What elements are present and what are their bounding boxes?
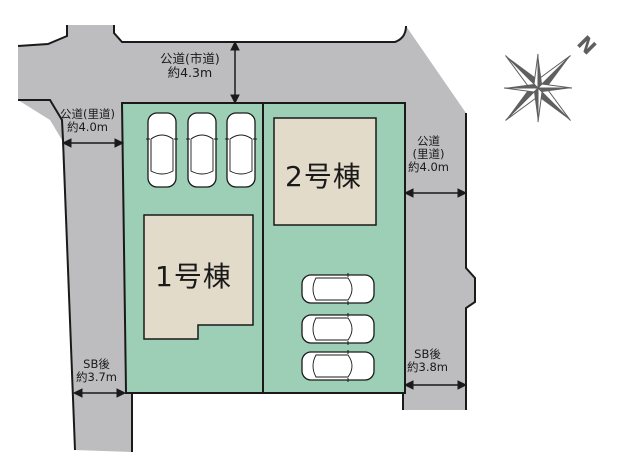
dimension-arrow-left-top bbox=[61, 138, 125, 148]
dimension-arrow-right-bottom bbox=[403, 380, 468, 390]
road-label-right-top-line3: 約4.0m bbox=[408, 160, 449, 175]
car-icon bbox=[301, 350, 375, 382]
dimension-arrow-right-top bbox=[403, 188, 468, 198]
road-label-right-bottom: SB後 約3.8m bbox=[407, 347, 448, 375]
road-label-top-line2: 約4.3m bbox=[167, 65, 213, 81]
road-label-left-top-line2: 約4.0m bbox=[66, 120, 108, 135]
road-outline-top-left bbox=[17, 25, 68, 47]
building-1-label: 1号棟 bbox=[155, 260, 232, 293]
car-icon bbox=[146, 112, 178, 188]
compass-rose-icon bbox=[503, 53, 573, 123]
road-label-right-bottom-line2: 約3.8m bbox=[407, 360, 448, 375]
road-area bbox=[18, 25, 475, 452]
car-icon bbox=[186, 112, 218, 188]
road-label-left-bottom-line2: 約3.7m bbox=[76, 370, 117, 385]
dimension-arrow-left-bottom bbox=[72, 388, 127, 398]
road-outline-top bbox=[113, 25, 407, 43]
road-label-right-top-line1: 公道 bbox=[417, 134, 440, 148]
house-2-footprint bbox=[273, 117, 377, 226]
road-label-top-line1: 公道(市道) bbox=[160, 51, 220, 66]
road-label-right-top-line2: (里道) bbox=[412, 147, 445, 162]
road-label-right-top: 公道 (里道) 約4.0m bbox=[408, 134, 449, 175]
road-outline-right bbox=[465, 113, 476, 410]
road-label-left-bottom: SB後 約3.7m bbox=[76, 357, 117, 385]
road-label-left-top-line1: 公道(里道) bbox=[60, 107, 115, 121]
car-icon bbox=[225, 112, 257, 188]
road-label-top: 公道(市道) 約4.3m bbox=[160, 51, 220, 81]
dimension-arrow-top bbox=[230, 40, 240, 105]
road-label-left-top: 公道(里道) 約4.0m bbox=[60, 107, 115, 135]
road-label-right-bottom-line1: SB後 bbox=[414, 347, 441, 361]
road-label-left-bottom-line1: SB後 bbox=[83, 357, 110, 371]
road-outline-left bbox=[18, 99, 76, 451]
car-icon bbox=[301, 313, 375, 345]
car-icon bbox=[301, 273, 375, 305]
building-2-label: 2号棟 bbox=[285, 160, 362, 193]
house-1-footprint bbox=[143, 214, 254, 340]
